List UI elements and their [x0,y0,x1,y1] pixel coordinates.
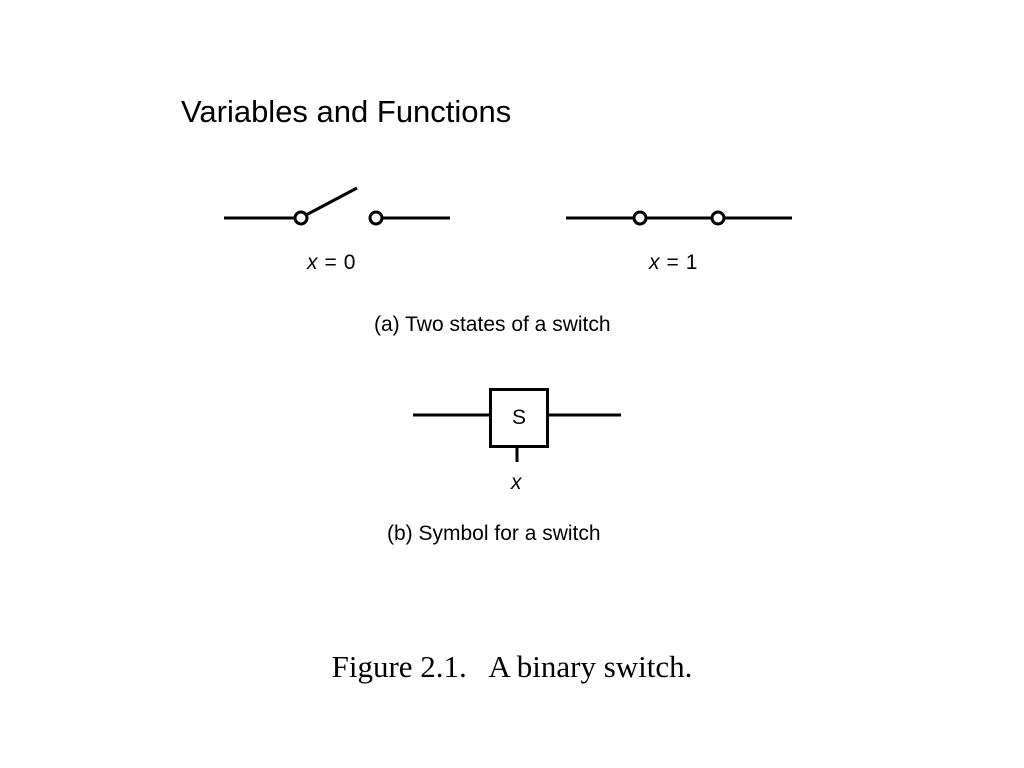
open-switch [224,186,450,226]
closed-state-variable: x [649,251,660,274]
panel-b-caption: (b) Symbol for a switch [387,522,601,545]
closed-switch [566,210,792,226]
open-state-equals: = [324,251,337,274]
switch-symbol-box: S [489,388,549,448]
open-switch-right-terminal [368,210,384,226]
open-state-variable: x [307,251,318,274]
closed-switch-left-terminal [632,210,648,226]
open-state-value: 0 [343,251,356,274]
closed-state-label: x = 1 [649,250,697,276]
switch-symbol-letter: S [511,406,526,429]
slide-title: Variables and Functions [181,94,512,129]
figure-caption: Figure 2.1. A binary switch. [331,649,693,684]
panel-a-caption: (a) Two states of a switch [374,313,611,336]
open-switch-left-terminal [293,210,309,226]
open-state-label: x = 0 [307,250,355,276]
closed-state-value: 1 [685,251,698,274]
open-switch-lever [305,186,358,217]
control-variable-label: x [511,471,522,494]
closed-state-equals: = [666,251,679,274]
closed-switch-right-terminal [710,210,726,226]
